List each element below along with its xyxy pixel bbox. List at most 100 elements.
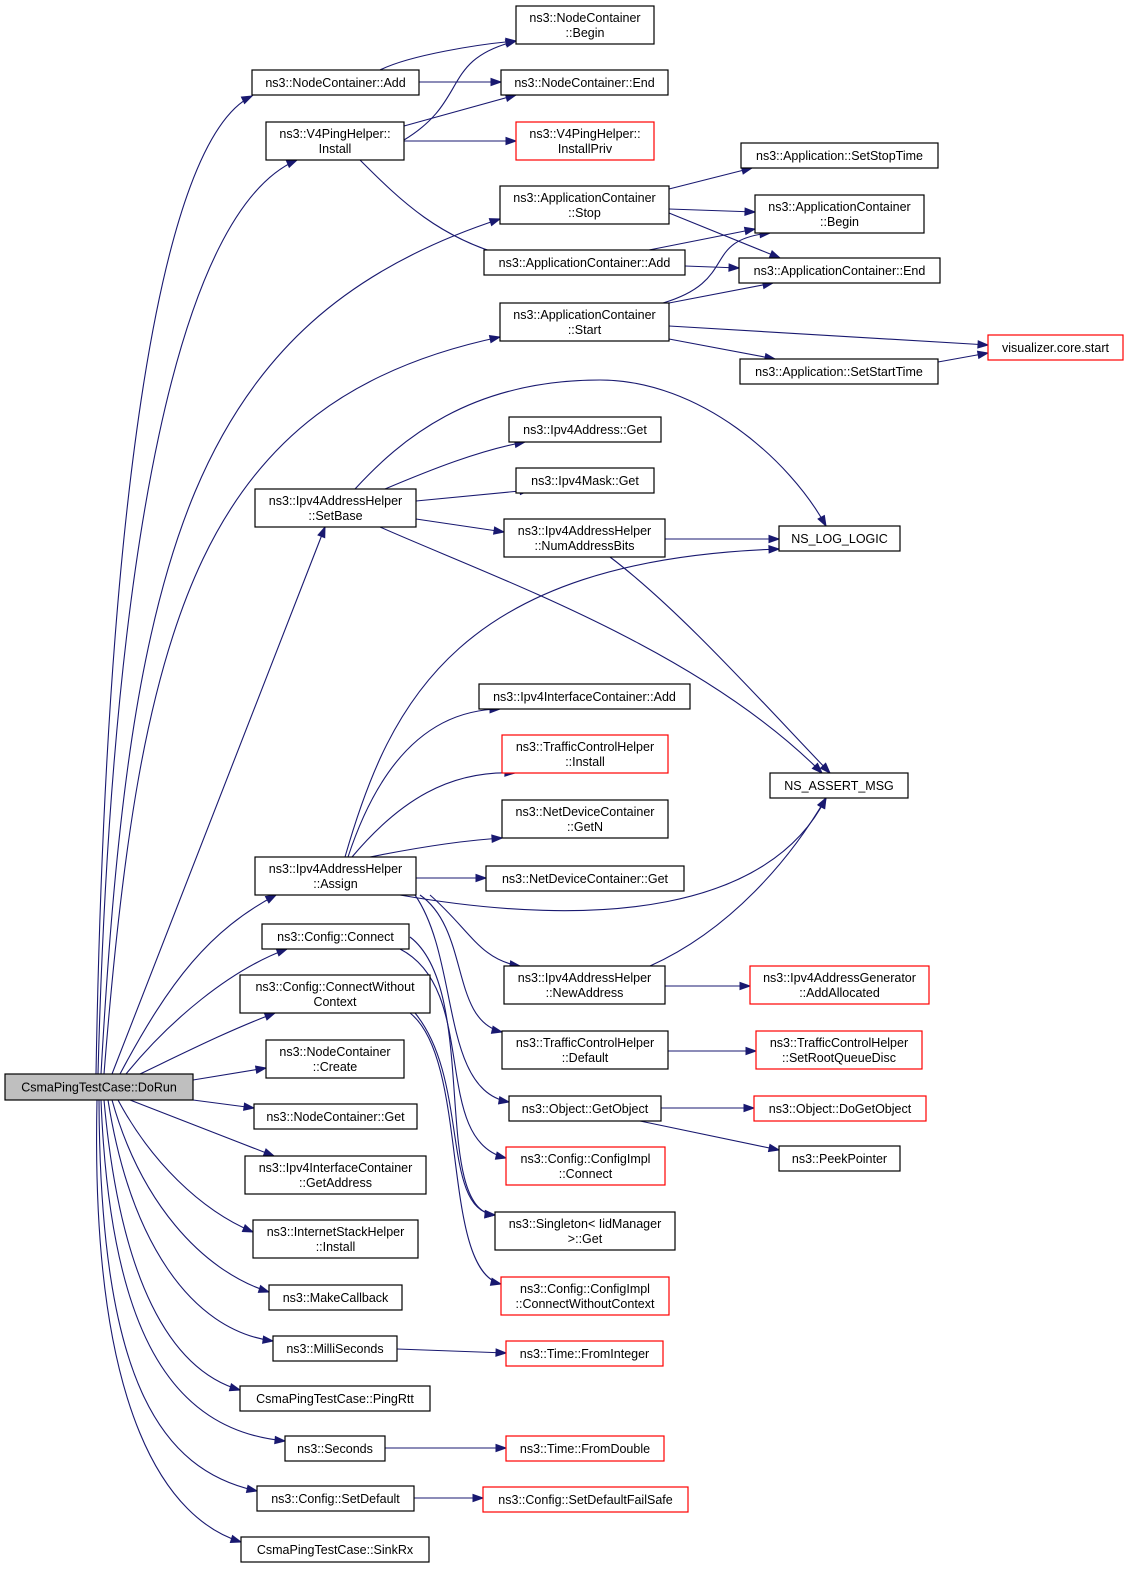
node-label: ::Create <box>313 1060 358 1074</box>
edge-v4Install-to-acAdd <box>359 159 516 260</box>
node-setRootQueueDisc[interactable]: ns3::TrafficControlHelper::SetRootQueueD… <box>755 1030 923 1070</box>
node-v4InstallPriv[interactable]: ns3::V4PingHelper::InstallPriv <box>515 121 655 161</box>
node-box <box>252 1219 419 1259</box>
arrow-head-icon <box>488 334 502 344</box>
node-peekPointer[interactable]: ns3::PeekPointer <box>778 1145 901 1172</box>
node-assign[interactable]: ns3::Ipv4AddressHelper::Assign <box>254 856 417 896</box>
node-setBase[interactable]: ns3::Ipv4AddressHelper::SetBase <box>254 488 417 528</box>
node-nsAssertMsg[interactable]: NS_ASSERT_MSG <box>769 772 909 799</box>
node-ipv4MaskGet[interactable]: ns3::Ipv4Mask::Get <box>515 467 655 494</box>
node-box <box>754 194 925 234</box>
node-v4Install[interactable]: ns3::V4PingHelper::Install <box>265 121 405 161</box>
edge-objGetObject-to-objDoGetObject <box>661 1103 756 1113</box>
edge-line <box>648 228 756 251</box>
node-label: ns3::ApplicationContainer <box>513 191 655 205</box>
node-box <box>503 965 666 1005</box>
node-cfgImplConnWoCtx[interactable]: ns3::Config::ConfigImpl::ConnectWithoutC… <box>500 1276 670 1316</box>
node-vizStart[interactable]: visualizer.core.start <box>987 334 1124 361</box>
node-box <box>753 1095 927 1122</box>
node-ncGet[interactable]: ns3::NodeContainer::Get <box>253 1103 418 1130</box>
node-cfgImplConnect[interactable]: ns3::Config::ConfigImpl::Connect <box>505 1146 666 1186</box>
node-milliSeconds[interactable]: ns3::MilliSeconds <box>272 1335 398 1362</box>
edge-line <box>403 94 517 127</box>
node-cfgConnectWoCtx[interactable]: ns3::Config::ConnectWithoutContext <box>239 974 431 1014</box>
edge-line <box>419 894 503 1033</box>
node-seconds[interactable]: ns3::Seconds <box>284 1435 386 1462</box>
node-ncCreate[interactable]: ns3::NodeContainer::Create <box>265 1039 405 1079</box>
node-box <box>254 856 417 896</box>
node-label: ns3::Config::ConfigImpl <box>521 1152 651 1166</box>
node-appSetStopTime[interactable]: ns3::Application::SetStopTime <box>740 142 939 169</box>
node-acEnd[interactable]: ns3::ApplicationContainer::End <box>738 257 941 284</box>
arrow-head-icon <box>494 1151 508 1160</box>
node-ipv4AddrGet[interactable]: ns3::Ipv4Address::Get <box>508 416 662 443</box>
edge-line <box>354 379 827 527</box>
node-label: ns3::Object::DoGetObject <box>769 1102 912 1116</box>
node-label: ns3::Config::ConnectWithout <box>255 980 415 994</box>
node-ishInstall[interactable]: ns3::InternetStackHelper::Install <box>252 1219 419 1259</box>
node-singletonGet[interactable]: ns3::Singleton< IidManager>::Get <box>494 1211 676 1251</box>
edge-acStop-to-acBegin <box>668 207 757 216</box>
edge-doRun-to-sinkRx <box>96 1099 243 1544</box>
node-ndcGet[interactable]: ns3::NetDeviceContainer::Get <box>485 865 685 892</box>
node-tchInstall[interactable]: ns3::TrafficControlHelper::Install <box>501 734 669 774</box>
node-setDefaultFailSafe[interactable]: ns3::Config::SetDefaultFailSafe <box>482 1486 689 1513</box>
edge-cfgConnectWoCtx-to-singletonGet <box>414 1012 497 1219</box>
node-ncEnd[interactable]: ns3::NodeContainer::End <box>500 69 669 96</box>
node-acStop[interactable]: ns3::ApplicationContainer::Stop <box>499 185 670 225</box>
edge-assign-to-nsLogLogic <box>344 545 781 858</box>
node-iicAdd[interactable]: ns3::Ipv4InterfaceContainer::Add <box>478 683 691 710</box>
node-addAllocated[interactable]: ns3::Ipv4AddressGenerator::AddAllocated <box>749 965 930 1005</box>
node-box <box>239 974 431 1014</box>
node-cfgConnect[interactable]: ns3::Config::Connect <box>261 923 410 950</box>
edge-doRun-to-pingRtt <box>103 1099 242 1392</box>
node-doRun[interactable]: CsmaPingTestCase::DoRun <box>4 1073 194 1101</box>
node-numAddrBits[interactable]: ns3::Ipv4AddressHelper::NumAddressBits <box>503 518 666 558</box>
node-timeFromDouble[interactable]: ns3::Time::FromDouble <box>505 1435 665 1462</box>
edge-acStart-to-vizStart <box>668 325 990 349</box>
edge-doRun-to-ncGet <box>192 1099 256 1111</box>
edge-acStart-to-appSetStartTime <box>668 338 777 362</box>
node-iicGetAddress[interactable]: ns3::Ipv4InterfaceContainer::GetAddress <box>244 1155 427 1195</box>
arrow-head-icon <box>745 1046 758 1056</box>
node-box <box>483 249 686 276</box>
arrow-head-icon <box>739 981 752 991</box>
node-ncAdd[interactable]: ns3::NodeContainer::Add <box>251 69 420 96</box>
arrow-head-icon <box>490 77 503 87</box>
node-pingRtt[interactable]: CsmaPingTestCase::PingRtt <box>239 1385 431 1412</box>
arrow-head-icon <box>491 834 504 843</box>
node-sinkRx[interactable]: CsmaPingTestCase::SinkRx <box>240 1536 430 1563</box>
node-box <box>738 257 941 284</box>
edge-doRun-to-acStart <box>103 334 502 1075</box>
node-appSetStartTime[interactable]: ns3::Application::SetStartTime <box>739 358 939 385</box>
node-acStart[interactable]: ns3::ApplicationContainer::Start <box>499 302 670 342</box>
node-label: ns3::Application::SetStopTime <box>756 149 923 163</box>
edge-doRun-to-cfgSetDefault <box>98 1099 259 1493</box>
node-tchDefault[interactable]: ns3::TrafficControlHelper::Default <box>501 1030 669 1070</box>
node-label: ::Start <box>568 323 602 337</box>
node-label: ns3::NetDeviceContainer::Get <box>502 872 669 886</box>
arrow-head-icon <box>489 1277 503 1286</box>
node-ndcGetN[interactable]: ns3::NetDeviceContainer::GetN <box>501 799 669 839</box>
node-cfgSetDefault[interactable]: ns3::Config::SetDefault <box>256 1485 415 1512</box>
node-objDoGetObject[interactable]: ns3::Object::DoGetObject <box>753 1095 927 1122</box>
node-label: >::Get <box>568 1232 603 1246</box>
node-newAddress[interactable]: ns3::Ipv4AddressHelper::NewAddress <box>503 965 666 1005</box>
node-box <box>515 5 655 45</box>
node-makeCallback[interactable]: ns3::MakeCallback <box>268 1284 403 1311</box>
node-box <box>508 416 662 443</box>
node-box <box>251 69 420 96</box>
node-box <box>749 965 930 1005</box>
node-acBegin[interactable]: ns3::ApplicationContainer::Begin <box>754 194 925 234</box>
node-label: ns3::Seconds <box>297 1442 373 1456</box>
node-box <box>769 772 909 799</box>
arrow-head-icon <box>240 95 254 105</box>
node-objGetObject[interactable]: ns3::Object::GetObject <box>508 1095 662 1122</box>
node-ncBegin[interactable]: ns3::NodeContainer::Begin <box>515 5 655 45</box>
edge-setBase-to-ipv4AddrGet <box>384 439 527 490</box>
edge-line <box>415 489 531 502</box>
node-timeFromInteger[interactable]: ns3::Time::FromInteger <box>505 1340 664 1367</box>
node-acAdd[interactable]: ns3::ApplicationContainer::Add <box>483 249 686 276</box>
node-box <box>499 302 670 342</box>
node-nsLogLogic[interactable]: NS_LOG_LOGIC <box>778 525 901 552</box>
